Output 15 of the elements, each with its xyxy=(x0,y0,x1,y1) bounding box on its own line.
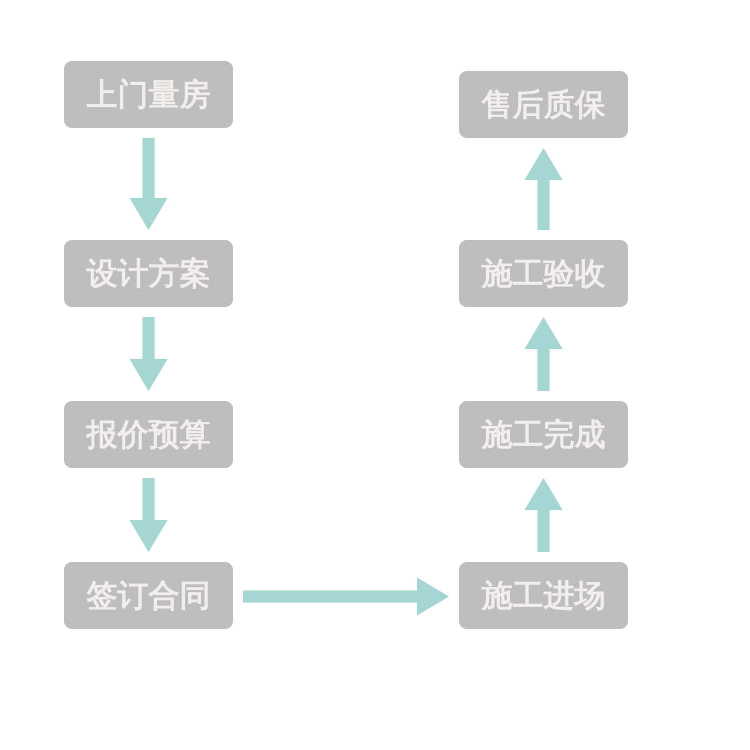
step-box xyxy=(64,240,233,307)
step-box xyxy=(64,401,233,468)
step-box xyxy=(64,61,233,128)
step-box xyxy=(459,240,628,307)
step-box xyxy=(459,71,628,138)
step-box xyxy=(64,562,233,629)
arrow xyxy=(524,478,562,552)
arrow xyxy=(524,317,562,391)
step-box xyxy=(459,401,628,468)
arrow xyxy=(130,317,168,391)
arrow xyxy=(243,578,449,616)
arrow xyxy=(130,138,168,230)
arrow xyxy=(524,148,562,230)
step-box xyxy=(459,562,628,629)
arrow xyxy=(130,478,168,552)
